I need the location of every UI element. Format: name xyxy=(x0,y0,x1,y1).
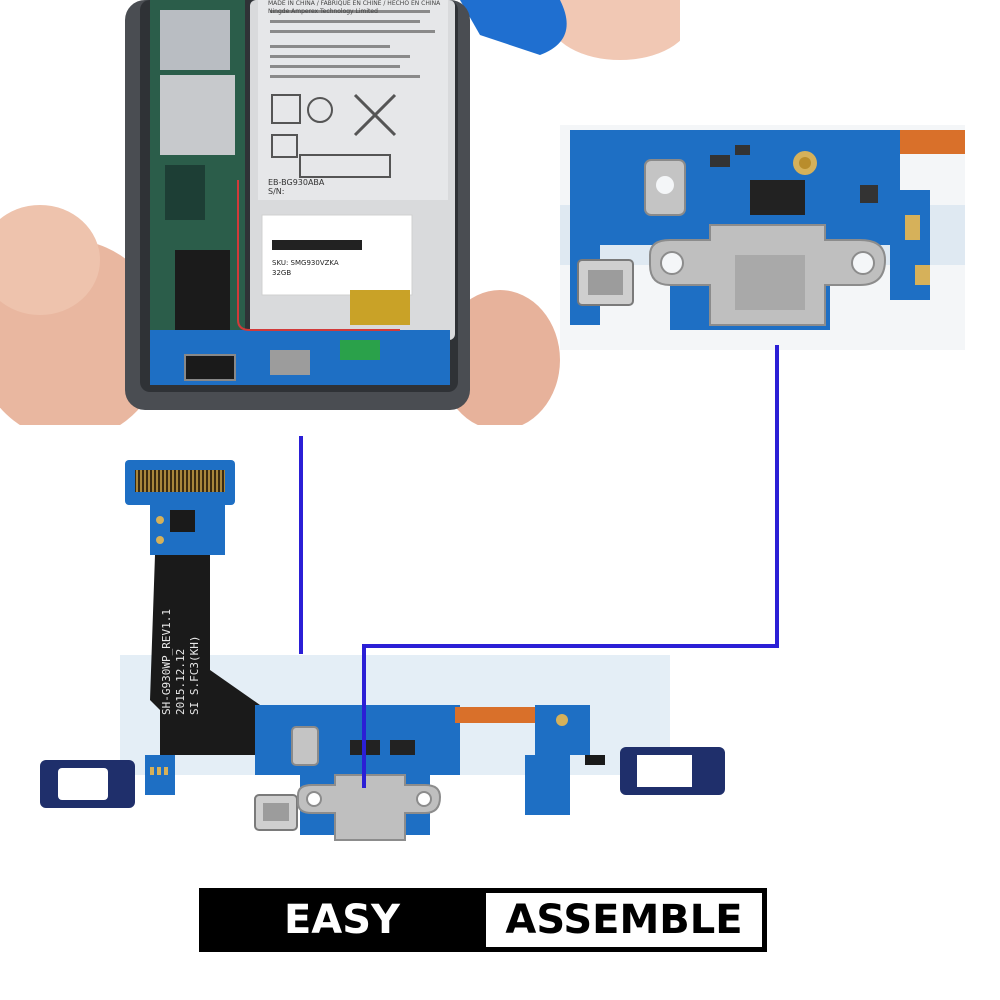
easy-assemble-banner: EASY ASSEMBLE xyxy=(199,888,767,952)
battery-sku: SKU: SMG930VZKA xyxy=(272,259,339,267)
phone-interior-photo xyxy=(0,0,680,425)
battery-serial-prefix: S/N: xyxy=(268,187,285,196)
flex-code: SI S.FC3(KH) xyxy=(188,635,201,715)
banner-easy-label: EASY xyxy=(283,897,401,943)
battery-made-in: MADE IN CHINA / FABRIQUE EN CHINE / HECH… xyxy=(268,0,441,7)
flex-silkscreen-text: SH-G930WP_REV1.1 2015.12.12 SI S.FC3(KH) xyxy=(160,545,220,715)
charging-port-closeup-photo xyxy=(560,125,965,350)
flex-model: SH-G930WP_REV1.1 xyxy=(160,609,173,715)
battery-label-text: EB-BG930ABA S/N: xyxy=(268,178,448,196)
battery-sticker-text: SKU: SMG930VZKA 32GB xyxy=(272,258,412,278)
battery-manufacturer: Ningde Amperex Technology Limited xyxy=(268,8,378,15)
banner-assemble-label: ASSEMBLE xyxy=(486,893,762,947)
charging-port-flex-assembly-photo xyxy=(30,455,750,855)
battery-model: EB-BG930ABA xyxy=(268,178,325,187)
battery-label-header: MADE IN CHINA / FABRIQUE EN CHINE / HECH… xyxy=(268,0,448,16)
flex-date: 2015.12.12 xyxy=(174,648,187,715)
battery-capacity: 32GB xyxy=(272,269,292,277)
